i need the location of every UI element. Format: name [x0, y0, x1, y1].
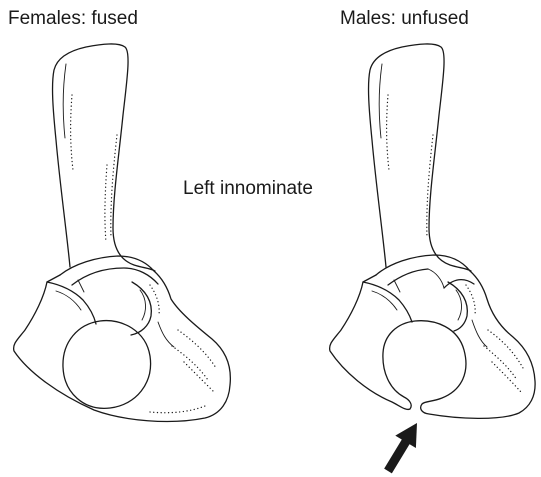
stipple-shading — [387, 95, 523, 392]
male-panel-title: Males: unfused — [340, 8, 469, 29]
stipple-pubis-3 — [184, 362, 214, 392]
center-label: Left innominate — [183, 178, 313, 199]
acetabular-junction-upper — [376, 255, 470, 275]
stipple-blade-left — [387, 95, 389, 170]
stipple-blade-mid — [105, 165, 107, 242]
acetabular-junction-lower-left — [388, 269, 428, 285]
acetabular-junction-tick — [78, 280, 84, 292]
stipple-lower-ramus — [150, 406, 205, 413]
anterior-acetabular-rim — [448, 282, 467, 331]
posterior-acetabular-rim-inner — [372, 291, 397, 310]
ilium-outline — [369, 44, 471, 271]
stipple-blade-right — [111, 135, 117, 238]
obturator-foramen — [63, 321, 151, 409]
stipple-pubis-1 — [488, 330, 523, 368]
anterior-acetabular-rim — [131, 282, 151, 335]
acetabular-unfused-seam — [428, 269, 444, 288]
female-panel-title: Females: fused — [8, 8, 138, 29]
lunate-surface-line — [456, 290, 462, 320]
stipple-pubis-3 — [492, 362, 521, 392]
acetabular-junction-lower — [72, 268, 158, 285]
stipple-blade-left — [71, 95, 73, 170]
stipple-shading — [71, 95, 216, 413]
female-innominate-bone — [14, 44, 231, 422]
pubic-ridge-line — [158, 322, 174, 347]
acetabular-junction-lower-right — [444, 280, 474, 288]
acetabular-junction-upper — [60, 256, 154, 275]
posterior-acetabular-rim — [363, 282, 412, 322]
lunate-surface-line — [140, 290, 146, 320]
stipple-pubis-2 — [172, 346, 208, 380]
ilium-outline — [53, 44, 155, 271]
posterior-acetabular-rim — [47, 282, 96, 324]
stipple-blade-right — [427, 135, 433, 238]
stipple-pubis-2 — [484, 346, 517, 380]
iliac-crest-line — [63, 64, 66, 138]
lower-outline-with-gap — [330, 271, 535, 418]
iliac-crest-line — [379, 64, 382, 138]
pubic-ridge-line — [472, 320, 487, 347]
male-innominate-bone — [330, 44, 535, 418]
arrow-shaft — [388, 441, 407, 472]
arrow-icon — [388, 423, 417, 471]
posterior-acetabular-rim-inner — [56, 291, 81, 310]
acetabular-junction-tick — [394, 280, 400, 292]
